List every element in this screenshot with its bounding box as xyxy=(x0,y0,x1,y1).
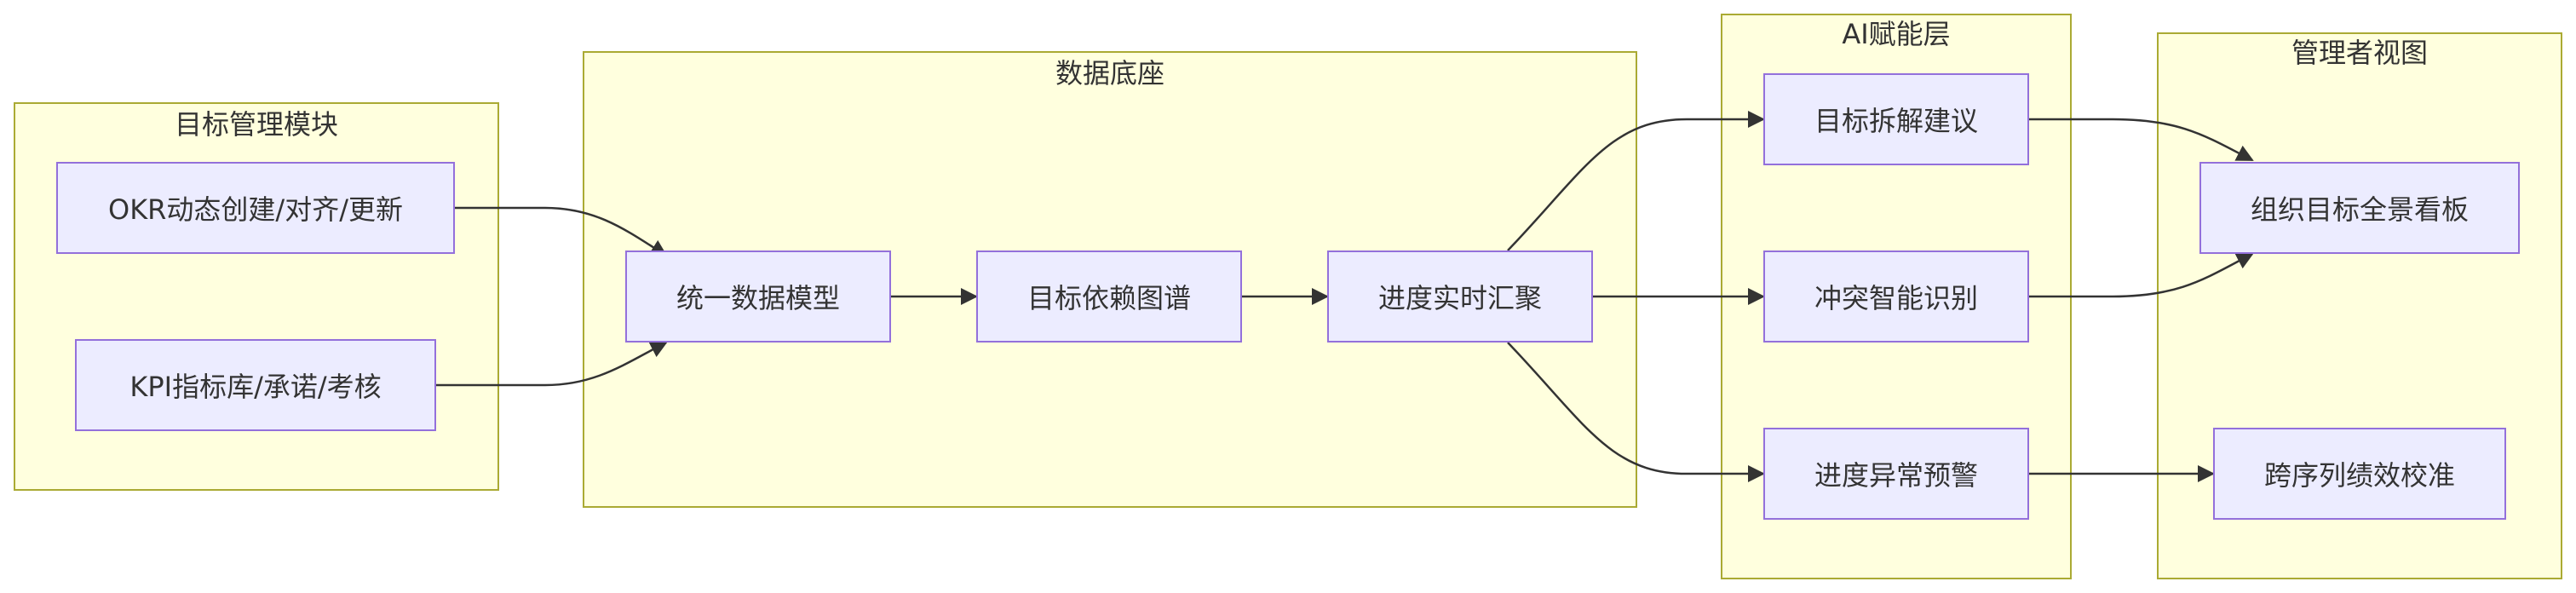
group-title-goal-management: 目标管理模块 xyxy=(174,108,338,141)
node-progress-aggregation[interactable]: 进度实时汇聚 xyxy=(1327,250,1593,343)
node-progress-alert[interactable]: 进度异常预警 xyxy=(1763,428,2029,520)
node-conflict-detection[interactable]: 冲突智能识别 xyxy=(1763,250,2029,343)
group-title-ai-layer: AI赋能层 xyxy=(1842,18,1951,50)
node-goal-breakdown[interactable]: 目标拆解建议 xyxy=(1763,73,2029,165)
node-kpi[interactable]: KPI指标库/承诺/考核 xyxy=(75,339,436,431)
node-performance-calibration[interactable]: 跨序列绩效校准 xyxy=(2213,428,2506,520)
node-dependency-graph[interactable]: 目标依赖图谱 xyxy=(976,250,1242,343)
group-title-data-foundation: 数据底座 xyxy=(1055,57,1164,89)
node-unified-data-model[interactable]: 统一数据模型 xyxy=(625,250,891,343)
group-goal-management: 目标管理模块 xyxy=(14,102,499,491)
node-goal-dashboard[interactable]: 组织目标全景看板 xyxy=(2199,162,2520,254)
group-title-manager-view: 管理者视图 xyxy=(2291,37,2428,69)
node-okr[interactable]: OKR动态创建/对齐/更新 xyxy=(56,162,455,254)
